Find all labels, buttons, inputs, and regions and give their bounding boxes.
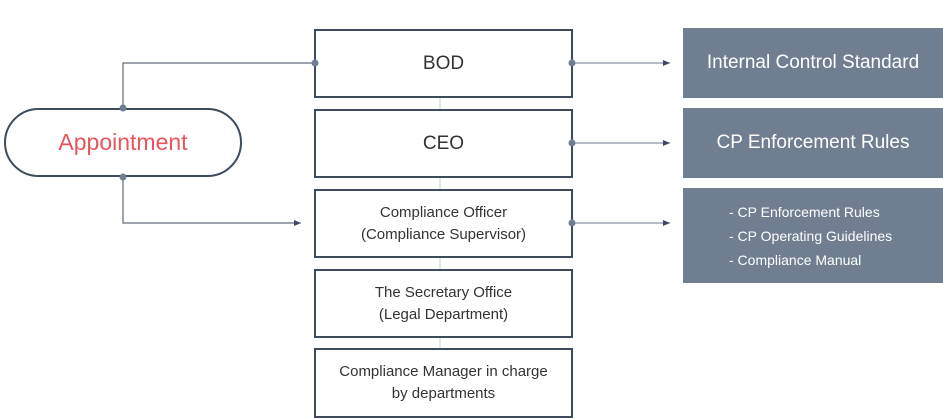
compliance-manager-box: Compliance Manager in charge by departme…	[314, 348, 573, 418]
compliance-officer-title: Compliance Officer	[379, 203, 508, 221]
ceo-label: CEO	[422, 132, 465, 154]
secretary-office-box: The Secretary Office (Legal Department)	[314, 269, 573, 338]
connector-dot	[568, 219, 576, 227]
connector-dot	[119, 104, 127, 112]
connector-dot	[311, 59, 319, 67]
bod-label: BOD	[422, 52, 465, 74]
compliance-manager-line-2: by departments	[391, 385, 496, 402]
compliance-officer-subtitle: (Compliance Supervisor)	[360, 225, 527, 243]
secretary-office-title: The Secretary Office	[374, 283, 513, 301]
list-item: - CP Enforcement Rules	[729, 203, 880, 220]
compliance-manager-line-1: Compliance Manager in charge	[339, 363, 548, 380]
ceo-box: CEO	[314, 109, 573, 178]
connector-dot	[568, 139, 576, 147]
compliance-documents-panel: - CP Enforcement Rules - CP Operating Gu…	[683, 188, 943, 283]
internal-control-standard-label: Internal Control Standard	[706, 52, 920, 73]
compliance-officer-box: Compliance Officer (Compliance Superviso…	[314, 189, 573, 258]
cp-enforcement-rules-panel: CP Enforcement Rules	[683, 108, 943, 178]
appointment-pill: Appointment	[4, 108, 242, 177]
secretary-office-subtitle: (Legal Department)	[378, 305, 509, 323]
connector-dot	[119, 173, 127, 181]
internal-control-standard-panel: Internal Control Standard	[683, 28, 943, 98]
connector-dot	[568, 59, 576, 67]
list-item: - Compliance Manual	[729, 251, 862, 268]
cp-enforcement-rules-label: CP Enforcement Rules	[716, 132, 910, 153]
appointment-to-bod-line	[122, 62, 314, 108]
bod-box: BOD	[314, 29, 573, 98]
appointment-label: Appointment	[58, 129, 188, 155]
list-item: - CP Operating Guidelines	[729, 227, 893, 244]
appointment-to-officer-line	[122, 177, 301, 226]
